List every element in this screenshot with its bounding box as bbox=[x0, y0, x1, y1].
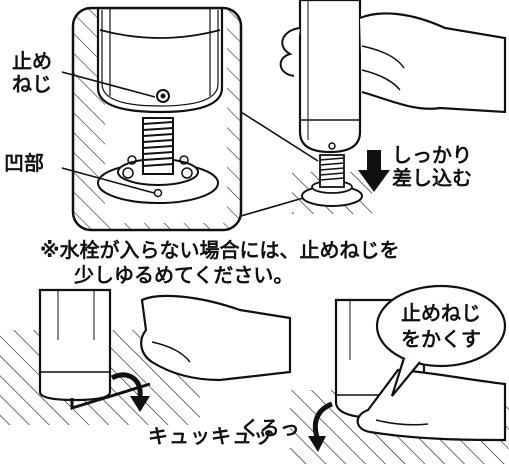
stop-screw-label-line1: 止め bbox=[12, 49, 52, 73]
twist-sound-label: くるっ bbox=[240, 416, 300, 440]
bubble-line1: 止めねじ bbox=[401, 301, 481, 325]
note-line2: 少しゆるめてください。 bbox=[74, 263, 294, 287]
stop-screw-label-line2: ねじ bbox=[12, 72, 52, 96]
insert-firmly-line1: しっかり bbox=[392, 143, 472, 167]
squeak-sound-label: キュッキュッ bbox=[148, 424, 274, 448]
insert-firmly-line2: 差し込む bbox=[392, 166, 472, 190]
speech-bubble-text: 止めねじ をかくす bbox=[386, 300, 496, 352]
stop-screw-label: 止め ねじ bbox=[12, 50, 52, 96]
bubble-line2: をかくす bbox=[401, 327, 481, 351]
recess-label: 凹部 bbox=[4, 151, 44, 175]
magnified-inset bbox=[61, 6, 319, 232]
note-line1: ※水栓が入らない場合には、止めねじを bbox=[40, 238, 400, 262]
insert-figure bbox=[279, 0, 507, 214]
insert-firmly-label: しっかり 差し込む bbox=[392, 144, 472, 190]
twist-figure bbox=[290, 284, 509, 464]
loosen-screw-note: ※水栓が入らない場合には、止めねじを 少しゆるめてください。 bbox=[40, 238, 500, 288]
tighten-figure bbox=[0, 288, 292, 425]
